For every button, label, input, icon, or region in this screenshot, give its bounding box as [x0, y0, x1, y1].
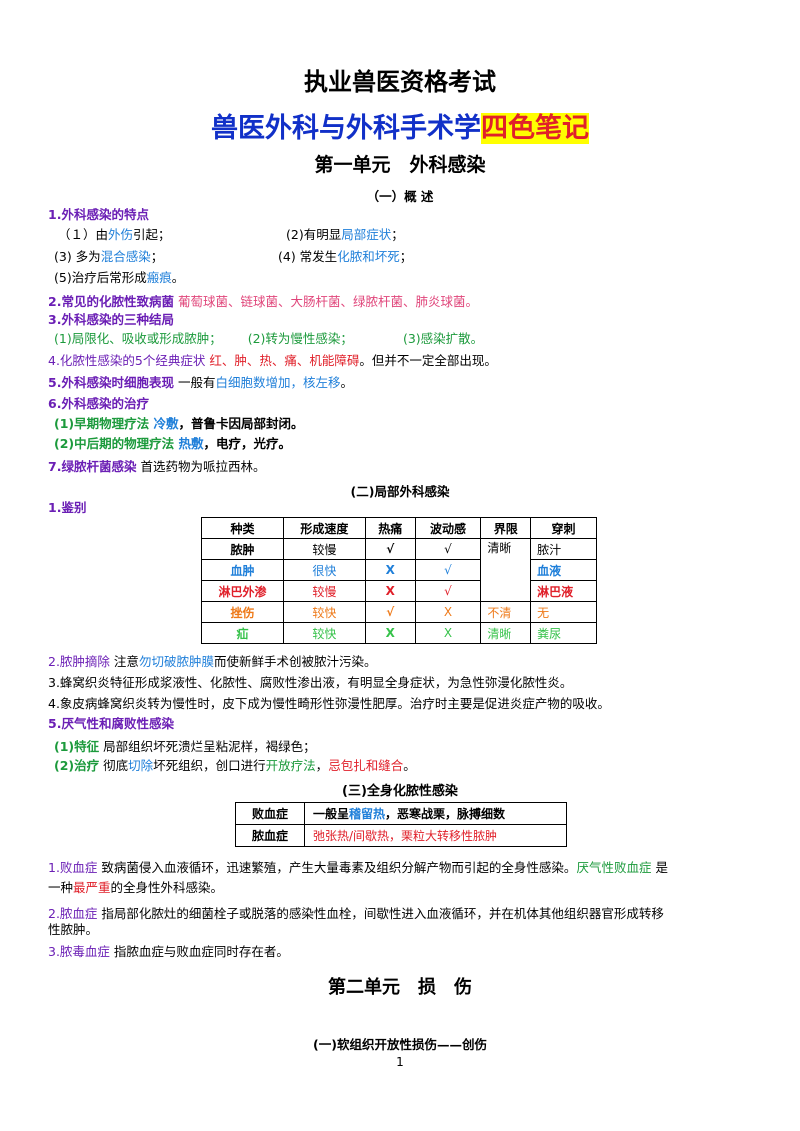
point1-item2: (2)有明显局部症状； [286, 227, 404, 242]
table-cell: 很快 [282, 559, 366, 581]
table-cell: 较快 [282, 601, 366, 623]
table-cell: 血液 [530, 559, 597, 581]
table-cell: 较慢 [282, 580, 366, 602]
section2-point5-item2: (2)治疗 彻底切除坏死组织，创口进行开放疗法，忌包扎和缝合。 [54, 758, 416, 773]
point2: 2.常见的化脓性致病菌 葡萄球菌、链球菌、大肠杆菌、绿脓杆菌、肺炎球菌。 [48, 294, 478, 309]
table-cell: 弛张热/间歇热，栗粒大转移性脓肿 [304, 824, 567, 847]
table-cell: 脓血症 [235, 824, 305, 847]
notes-title-main: 兽医外科与外科手术学 [211, 113, 481, 144]
table-cell: 不清 [480, 601, 532, 623]
table-header-row: 种类 形成速度 热痛 波动感 界限 穿刺 [201, 517, 597, 539]
section2-point1-heading: 1.鉴别 [48, 500, 87, 515]
section3-point2-cont: 性脓肿。 [48, 922, 99, 937]
table-cell: 脓肿 [201, 538, 284, 560]
table-cell: X [364, 559, 416, 581]
point1-item5: (5)治疗后常形成瘢痕。 [54, 270, 185, 285]
notes-title: 兽医外科与外科手术学四色笔记 [0, 106, 800, 145]
point6-heading: 6.外科感染的治疗 [48, 396, 149, 411]
table-cell: 粪尿 [530, 622, 597, 644]
table-cell: 较快 [282, 622, 366, 644]
table-row: 淋巴外渗 较慢 X √ 淋巴液 [201, 580, 597, 602]
table-cell: 较慢 [282, 538, 366, 560]
point1-heading: 1.外科感染的特点 [48, 207, 149, 222]
section2-title: (二)局部外科感染 [350, 484, 450, 499]
table-cell: X [364, 580, 416, 602]
unit1-title: 第一单元 外科感染 [314, 154, 486, 176]
table-header: 种类 [201, 517, 284, 539]
table-cell: √ [414, 559, 482, 581]
notes-title-highlight: 四色笔记 [481, 113, 589, 144]
systemic-infection-table: 败血症 一般呈稽留热，恶寒战栗，脉搏细数 脓血症 弛张热/间歇热，栗粒大转移性脓… [235, 802, 567, 847]
table-row: 疝 较快 X X 清晰 粪尿 [201, 622, 597, 644]
table-header: 形成速度 [282, 517, 366, 539]
section2-point4: 4.象皮病蜂窝织炎转为慢性时，皮下成为慢性畸形性弥漫性肥厚。治疗时主要是促进炎症… [48, 696, 610, 711]
table-cell: 疝 [201, 622, 284, 644]
table-row: 挫伤 较快 √ X 不清 无 [201, 601, 597, 623]
table-row: 血肿 很快 X √ 血液 [201, 559, 597, 581]
point3-heading: 3.外科感染的三种结局 [48, 312, 174, 327]
table-row: 脓肿 较慢 √ √ 清晰 脓汁 [201, 538, 597, 602]
section3-title: (三)全身化脓性感染 [342, 784, 458, 799]
exam-title: 执业兽医资格考试 [304, 68, 496, 96]
table-header: 界限 [480, 517, 532, 539]
section1-title: （一）概 述 [366, 189, 434, 204]
point4: 4.化脓性感染的5个经典症状 红、肿、热、痛、机能障碍。但并不一定全部出现。 [48, 353, 497, 368]
table-cell: 清晰 [480, 622, 532, 644]
section3-point1: 1.败血症 致病菌侵入血液循环，迅速繁殖，产生大量毒素及组织分解产物而引起的全身… [48, 860, 668, 875]
table-cell: X [414, 601, 482, 623]
point5: 5.外科感染时细胞表现 一般有白细胞数增加，核左移。 [48, 375, 353, 390]
table-header: 穿刺 [530, 517, 597, 539]
point1-item1: （１）由外伤引起； [58, 227, 171, 242]
table-cell: 清晰 [480, 538, 532, 602]
table-cell: X [414, 622, 482, 644]
section2-point3: 3.蜂窝织炎特征形成浆液性、化脓性、腐败性渗出液，有明显全身症状，为急性弥漫化脓… [48, 675, 573, 690]
table-header: 热痛 [364, 517, 416, 539]
unit2-section1-title: (一)软组织开放性损伤——创伤 [313, 1037, 487, 1052]
point3-items: (1)局限化、吸收或形成脓肿；(2)转为慢性感染；(3)感染扩散。 [54, 331, 484, 346]
point1-item3: (3) 多为混合感染； [54, 249, 164, 264]
table-cell: √ [364, 538, 416, 560]
point7: 7.绿脓杆菌感染 首选药物为哌拉西林。 [48, 459, 266, 474]
table-row: 败血症 一般呈稽留热，恶寒战栗，脉搏细数 [235, 802, 567, 825]
table-cell: 一般呈稽留热，恶寒战栗，脉搏细数 [304, 802, 567, 825]
section2-point2: 2.脓肿摘除 注意勿切破脓肿膜而使新鲜手术创被脓汁污染。 [48, 654, 377, 669]
table-cell: √ [414, 580, 482, 602]
point1-item4: (4) 常发生化脓和坏死； [278, 249, 413, 264]
table-cell: 脓汁 [530, 538, 597, 560]
section2-point5-item1: (1)特征 局部组织坏死溃烂呈粘泥样，褐绿色； [54, 739, 316, 754]
table-cell: 血肿 [201, 559, 284, 581]
section3-point1-cont: 一种最严重的全身性外科感染。 [48, 880, 224, 895]
table-cell: √ [364, 601, 416, 623]
page-number: 1 [396, 1055, 404, 1069]
table-cell: 败血症 [235, 802, 305, 825]
section3-point2: 2.脓血症 指局部化脓灶的细菌栓子或脱落的感染性血栓，间歇性进入血液循环，并在机… [48, 906, 664, 921]
table-cell: 淋巴液 [530, 580, 597, 602]
table-header: 波动感 [414, 517, 482, 539]
table-cell: 挫伤 [201, 601, 284, 623]
section2-point5-heading: 5.厌气性和腐败性感染 [48, 716, 174, 731]
unit2-title: 第二单元 损 伤 [328, 977, 472, 998]
table-cell: 无 [530, 601, 597, 623]
table-cell: √ [414, 538, 482, 560]
table-row: 脓血症 弛张热/间歇热，栗粒大转移性脓肿 [235, 824, 567, 847]
table-cell: 淋巴外渗 [201, 580, 284, 602]
point6-item2: (2)中后期的物理疗法 热敷，电疗，光疗。 [54, 436, 292, 451]
table-cell: X [364, 622, 416, 644]
section3-point3: 3.脓毒血症 指脓血症与败血症同时存在者。 [48, 944, 289, 959]
differentiation-table: 种类 形成速度 热痛 波动感 界限 穿刺 脓肿 较慢 √ √ 清晰 脓汁 血肿 … [201, 517, 597, 644]
point6-item1: (1)早期物理疗法 冷敷，普鲁卡因局部封闭。 [54, 416, 304, 431]
